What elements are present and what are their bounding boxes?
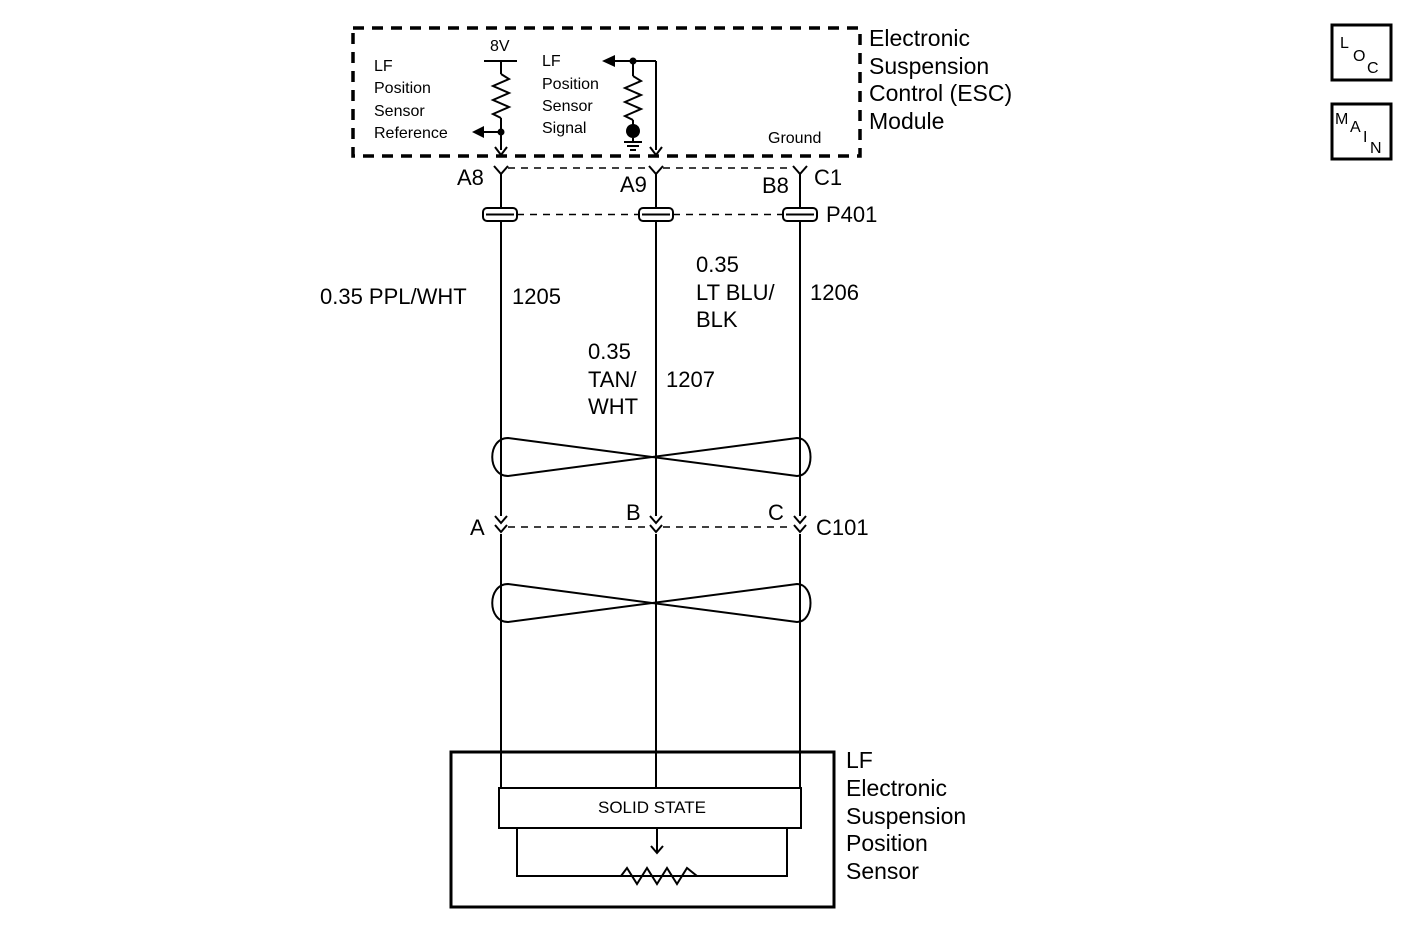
c101-pin-a-label: A bbox=[470, 515, 485, 540]
connector-c101: A B C C101 bbox=[470, 500, 869, 540]
wire-1207-color-line-1: 0.35 bbox=[588, 339, 631, 364]
connector-p401: P401 bbox=[482, 202, 877, 227]
wire-1207-circuit: 1207 bbox=[666, 367, 715, 392]
main-button[interactable]: M A I N bbox=[1330, 102, 1393, 161]
wire-1206-color-line-3: BLK bbox=[696, 307, 738, 332]
wire-1206-color-line-2: LT BLU/ bbox=[696, 280, 776, 305]
sensor-resistor-icon bbox=[607, 866, 711, 886]
signal-label-line-3: Sensor bbox=[542, 98, 593, 115]
p401-label: P401 bbox=[826, 202, 877, 227]
pin-a8-label: A8 bbox=[457, 165, 484, 190]
pin-a8-icon bbox=[493, 165, 509, 176]
module-connector: A8 A9 B8 C1 bbox=[457, 165, 842, 198]
main-letter-n: N bbox=[1370, 140, 1382, 157]
twisted-wire-icon bbox=[491, 436, 812, 478]
loc-button[interactable]: L O C bbox=[1330, 23, 1393, 82]
wiper-arrow-icon bbox=[650, 845, 664, 855]
signal-arrow-icon bbox=[602, 55, 615, 67]
ground-node-icon bbox=[626, 124, 640, 138]
wire-1205-color: 0.35 PPL/WHT bbox=[320, 284, 467, 309]
ref-label-line-3: Sensor bbox=[374, 103, 425, 120]
esc-module: 8V LF Position Sensor Reference LF Posit… bbox=[351, 25, 1012, 158]
pullup-resistor-icon bbox=[622, 75, 644, 121]
wire-1205-circuit: 1205 bbox=[512, 284, 561, 309]
solid-state-label: SOLID STATE bbox=[598, 798, 706, 817]
p401-terminal-icon bbox=[782, 207, 818, 222]
ref-label-line-2: Position bbox=[374, 80, 431, 97]
loc-letter-c: C bbox=[1367, 60, 1379, 77]
wire-1207-color-line-3: WHT bbox=[588, 394, 638, 419]
sensor-outline bbox=[449, 750, 836, 909]
signal-label-line-4: Signal bbox=[542, 120, 586, 137]
pin-a8-arrow-icon bbox=[494, 146, 508, 157]
sensor-title-line-4: Position bbox=[846, 830, 928, 856]
reference-arrow-icon bbox=[472, 126, 484, 138]
voltage-label: 8V bbox=[490, 38, 510, 55]
c101-label: C101 bbox=[816, 515, 869, 540]
twisted-wire-icon bbox=[491, 582, 812, 624]
pin-a9-arrow-icon bbox=[649, 146, 663, 157]
ref-label-line-1: LF bbox=[374, 58, 393, 75]
sensor-title-line-5: Sensor bbox=[846, 858, 919, 884]
pin-b8-icon bbox=[792, 165, 808, 176]
pin-a9-icon bbox=[648, 165, 664, 176]
c101-pin-a-icon bbox=[494, 515, 508, 534]
reference-resistor-icon bbox=[490, 73, 512, 119]
loc-letter-o: O bbox=[1353, 48, 1365, 65]
position-sensor: SOLID STATE LF Electronic Suspension Pos… bbox=[449, 747, 966, 909]
esc-module-outline bbox=[351, 26, 862, 158]
ground-icon bbox=[624, 138, 642, 151]
wires: 0.35 PPL/WHT 1205 0.35 LT BLU/ BLK 1206 … bbox=[320, 174, 859, 788]
pin-c1-label: C1 bbox=[814, 165, 842, 190]
wire-1206-color-line-1: 0.35 bbox=[696, 252, 739, 277]
c101-pin-c-icon bbox=[793, 515, 807, 534]
p401-terminal-icon bbox=[482, 207, 518, 222]
main-letter-a: A bbox=[1350, 119, 1361, 136]
esc-title-line-4: Module bbox=[869, 108, 944, 134]
main-letter-m: M bbox=[1335, 111, 1348, 128]
wire-1206-circuit: 1206 bbox=[810, 280, 859, 305]
solid-state-box bbox=[498, 787, 802, 829]
pin-a9-label: A9 bbox=[620, 172, 647, 197]
ground-label: Ground bbox=[768, 130, 821, 147]
c101-pin-b-icon bbox=[649, 515, 663, 534]
esc-title-line-2: Suspension bbox=[869, 53, 989, 79]
esc-title-line-1: Electronic bbox=[869, 25, 970, 51]
sensor-title-line-2: Electronic bbox=[846, 775, 947, 801]
c101-pin-c-label: C bbox=[768, 500, 784, 525]
p401-terminal-icon bbox=[638, 207, 674, 222]
wire-1207-color-line-2: TAN/ bbox=[588, 367, 637, 392]
c101-pin-b-label: B bbox=[626, 500, 641, 525]
sensor-title-line-1: LF bbox=[846, 747, 873, 773]
signal-label-line-2: Position bbox=[542, 76, 599, 93]
esc-title-line-3: Control (ESC) bbox=[869, 80, 1012, 106]
pin-b8-label: B8 bbox=[762, 173, 789, 198]
signal-label-line-1: LF bbox=[542, 53, 561, 70]
main-letter-i: I bbox=[1363, 129, 1367, 146]
ref-label-line-4: Reference bbox=[374, 125, 448, 142]
loc-letter-l: L bbox=[1340, 35, 1349, 52]
sensor-title-line-3: Suspension bbox=[846, 803, 966, 829]
